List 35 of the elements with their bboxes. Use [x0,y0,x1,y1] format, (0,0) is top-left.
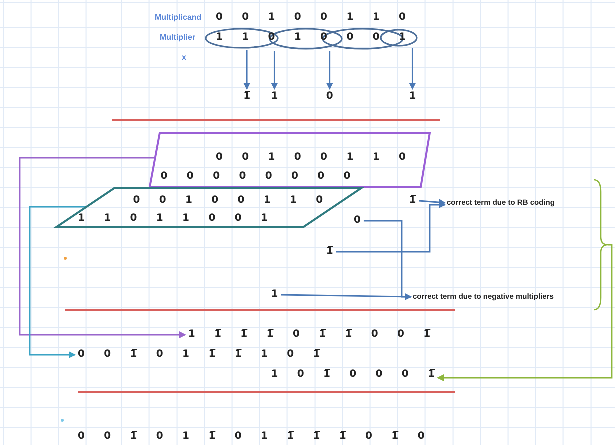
row-label: Multiplicand [155,12,202,24]
row-label: x [182,52,186,64]
arrow [436,244,613,382]
arrow [281,293,412,300]
digit-row: 1 [271,90,278,104]
digit-row: 1̅ [326,245,334,259]
digit-row: 0 0 1 0 0 1 1 0 [216,11,406,25]
digit-row: 1 1 0 1 1 0 0 1 [78,212,268,226]
digit-row: 0 0 1̅ 0 1 1̅ 1̅ 1 0 1̅ [78,348,320,362]
row-label: Multiplier [160,32,196,44]
digit-row: 1 1̅ 1̅ 1̅ 0 1̅ 1̅ 0 0 1̅ [188,328,431,342]
parallelogram-box [148,131,432,189]
digit-row: 1̅ [244,90,251,104]
arrow [419,199,446,206]
arrow [29,206,87,358]
digit-row: 1 0 1̅ 0 0 0 1̅ [271,368,435,382]
curly-brace [594,178,608,312]
digit-row: 1 [271,288,278,302]
digit-row: 0 0 1 0 0 1 1 0 [133,194,324,208]
arrow [19,157,186,338]
digit-row: 0 0 1̅ 0 1 1̅ 0 1 1̅ 1̅ 1̅ 0 1̅ 0 [78,430,425,444]
arrow [409,48,416,90]
arrow [336,202,446,253]
arrow [244,50,251,90]
arrow [271,51,278,90]
digit-row: 0 [354,214,361,228]
digit-row: 0 0 0 0 0 0 0 0 [160,170,351,184]
arrow [326,51,334,90]
digit-row: 0 0 1 0 0 1 1 0 [216,151,406,165]
grouping-ellipse [205,28,279,49]
digit-row: 0 [326,90,334,104]
digit-row: 1 [409,90,416,104]
grouping-ellipse [269,28,343,50]
parallelogram-box [55,186,365,229]
digit-row: 1̅ [409,194,416,208]
